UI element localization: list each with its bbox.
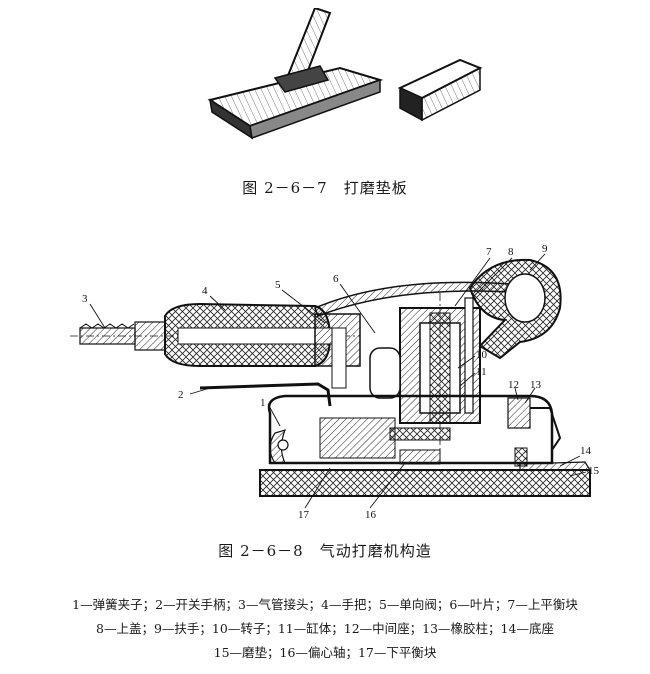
sanding-pad-illustration (207, 8, 483, 140)
legend-line: 1—弹簧夹子；2—开关手柄；3—气管接头；4—手把；5—单向阀；6—叶片；7—上… (72, 597, 578, 612)
pneumatic-sander-diagram: 1 2 3 4 5 6 7 8 9 10 11 12 13 14 15 16 1… (70, 243, 600, 520)
callout-11: 11 (476, 366, 487, 378)
legend-line: 15—磨垫；16—偏心轴；17—下平衡块 (213, 645, 437, 660)
callout-2: 2 (178, 389, 184, 401)
callout-14: 14 (580, 445, 592, 457)
callout-1: 1 (260, 397, 266, 409)
callout-7: 7 (486, 246, 492, 258)
callout-15: 15 (588, 465, 600, 477)
callout-8: 8 (508, 246, 514, 258)
hose-connector-shape (70, 321, 360, 351)
callout-17: 17 (298, 509, 310, 520)
figure-2-caption: 图 2－6－8 气动打磨机构造 (218, 542, 432, 560)
base-shape (259, 469, 591, 497)
callout-13: 13 (530, 379, 542, 391)
callout-4: 4 (202, 285, 208, 297)
callout-10: 10 (476, 349, 488, 361)
figure-1-caption: 图 2－6－7 打磨垫板 (242, 179, 408, 197)
parts-legend: 1—弹簧夹子；2—开关手柄；3—气管接头；4—手把；5—单向阀；6—叶片；7—上… (0, 593, 650, 665)
callout-12: 12 (508, 379, 519, 391)
callout-6: 6 (333, 273, 339, 285)
callout-5: 5 (275, 279, 281, 291)
legend-line: 8—上盖；9—扶手；10—转子；11—缸体；12—中间座；13—橡胶柱；14—底… (96, 621, 554, 636)
callout-9: 9 (542, 243, 548, 255)
callout-16: 16 (365, 509, 377, 520)
callout-3: 3 (82, 293, 88, 305)
